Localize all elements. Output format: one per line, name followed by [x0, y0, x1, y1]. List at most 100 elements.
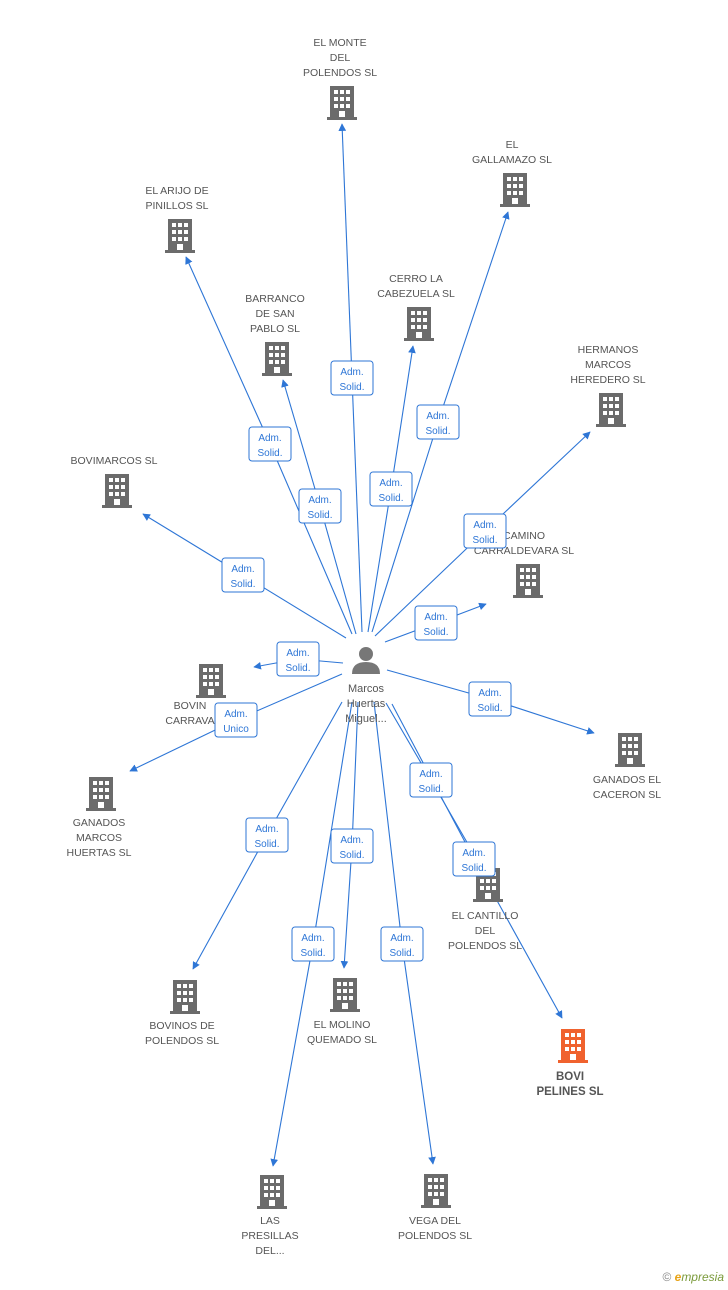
- building-icon: [262, 342, 292, 376]
- building-icon: [86, 777, 116, 811]
- building-icon: [327, 86, 357, 120]
- role-text: Adm.: [379, 478, 402, 489]
- role-badge-las-presillas[interactable]: Adm. Solid.: [291, 926, 335, 962]
- role-text: Adm.: [308, 495, 331, 506]
- role-text: Solid.: [307, 510, 332, 521]
- role-text: Adm.: [426, 411, 449, 422]
- building-icon: [257, 1175, 287, 1209]
- role-badge-el-cantillo[interactable]: Adm. Solid.: [409, 762, 453, 798]
- building-icon: [615, 733, 645, 767]
- role-text: Solid.: [461, 863, 486, 874]
- building-icon: [196, 664, 226, 698]
- role-badge-bovi-pelines[interactable]: Adm.Solid.: [452, 841, 496, 877]
- role-text: Adm.: [301, 933, 324, 944]
- role-badge-el-arijo[interactable]: Adm. Solid.: [248, 426, 292, 462]
- role-text: Solid.: [339, 850, 364, 861]
- role-text: Solid.: [257, 448, 282, 459]
- copyright-symbol: ©: [662, 1270, 672, 1284]
- role-text: Adm.: [390, 933, 413, 944]
- role-badge-bovin-carrava[interactable]: Adm. Solid.: [276, 641, 320, 677]
- role-badge-bovinos-polendos[interactable]: Adm. Solid.: [245, 817, 289, 853]
- company-label-bovimarcos[interactable]: BOVIMARCOS SL: [71, 455, 158, 467]
- brand-initial: e: [674, 1270, 682, 1284]
- building-icon: [102, 474, 132, 508]
- role-text: Adm.: [231, 564, 254, 575]
- empresia-watermark: © empresia: [662, 1270, 724, 1284]
- role-text: Adm.: [258, 433, 281, 444]
- role-text: Adm.: [286, 648, 309, 659]
- role-text: Solid.: [339, 382, 364, 393]
- role-badge-ganados-marcos[interactable]: Adm. Unico: [214, 702, 258, 738]
- role-text: Solid.: [285, 663, 310, 674]
- brand-name: mpresia: [681, 1270, 724, 1284]
- building-icon: [404, 307, 434, 341]
- role-badge-el-monte[interactable]: Adm. Solid.: [330, 360, 374, 396]
- role-text: Solid.: [300, 948, 325, 959]
- company-node-bovimarcos[interactable]: BOVIMARCOS SL: [71, 455, 158, 508]
- building-icon: [165, 219, 195, 253]
- role-badge-bovimarcos[interactable]: Adm.Solid.: [221, 557, 265, 593]
- role-badge-ganados-caceron[interactable]: Adm.Solid.: [468, 681, 512, 717]
- building-icon: [421, 1174, 451, 1208]
- building-icon: [596, 393, 626, 427]
- role-text: Solid.: [418, 784, 443, 795]
- building-icon: [500, 173, 530, 207]
- role-text: Unico: [223, 724, 249, 735]
- role-badge-camino[interactable]: Adm. Solid.: [414, 605, 458, 641]
- role-badge-cerro-la-cabezuela[interactable]: Adm. Solid.: [369, 471, 413, 507]
- role-text: Adm.: [419, 769, 442, 780]
- role-text: Solid.: [378, 493, 403, 504]
- role-text: Solid.: [423, 627, 448, 638]
- role-text: Adm.: [424, 612, 447, 623]
- role-badge-barranco[interactable]: Adm. Solid.: [298, 488, 342, 524]
- role-badge-el-molino[interactable]: Adm. Solid.: [330, 828, 374, 864]
- role-text: Adm.: [224, 709, 247, 720]
- role-text: Solid.: [389, 948, 414, 959]
- role-text: Adm.: [340, 835, 363, 846]
- role-badge-vega-polendos[interactable]: Adm. Solid.: [380, 926, 424, 962]
- role-badge-hermanos-marcos[interactable]: Adm.Solid.: [463, 513, 507, 549]
- role-text: Solid.: [477, 703, 502, 714]
- building-icon: [170, 980, 200, 1014]
- role-text: Adm.: [340, 367, 363, 378]
- role-text: Adm.: [255, 824, 278, 835]
- building-icon: [513, 564, 543, 598]
- role-badge-el-gallamazo[interactable]: Adm.Solid.: [416, 404, 460, 440]
- role-text: Adm.: [473, 520, 496, 531]
- building-icon: [558, 1029, 588, 1063]
- role-text: Solid.: [254, 839, 279, 850]
